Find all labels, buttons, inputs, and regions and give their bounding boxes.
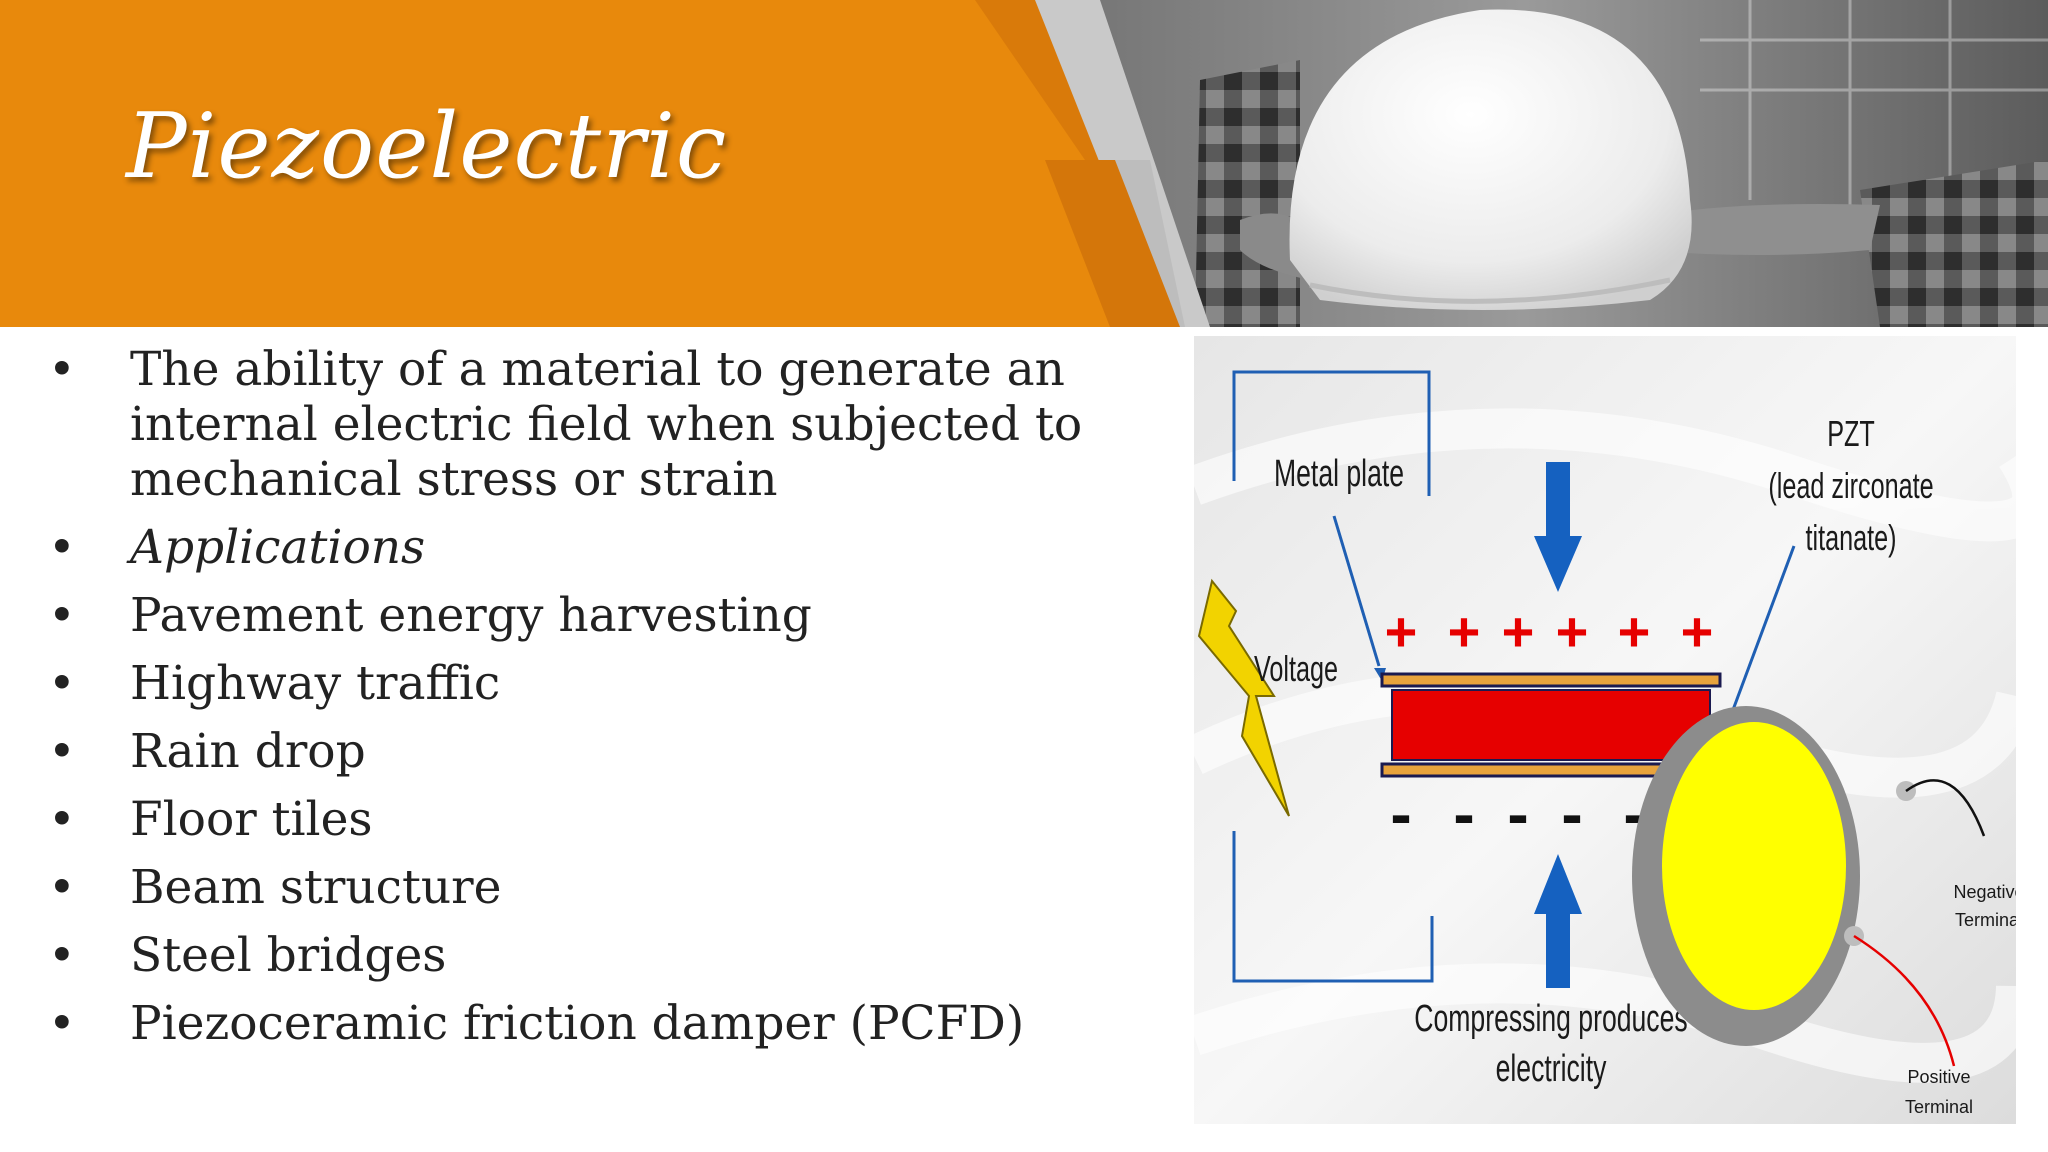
pzt-label-line1: PZT bbox=[1827, 414, 1875, 455]
minus-sign: - bbox=[1453, 778, 1474, 850]
negative-wire bbox=[1905, 779, 1986, 837]
voltage-bolt-icon bbox=[1197, 578, 1290, 817]
bullet-text: Rain drop bbox=[130, 724, 366, 779]
compress-down-arrow bbox=[1534, 462, 1582, 592]
bullet-item: • Rain drop bbox=[48, 724, 1168, 779]
slide-header: Piezoelectric bbox=[0, 0, 2048, 327]
plus-sign: + bbox=[1385, 600, 1418, 663]
negative-terminal-line2: Terminal bbox=[1955, 910, 2016, 930]
diagram-svg: Voltage Metal plate PZT (lead zirconate … bbox=[1194, 336, 2016, 1124]
bullet-item: • Beam structure bbox=[48, 860, 1168, 915]
slide-title: Piezoelectric bbox=[126, 94, 728, 199]
metal-plate-pointer bbox=[1332, 515, 1381, 667]
bullet-dot: • bbox=[48, 928, 76, 983]
bullet-text: The ability of a material to generate an… bbox=[130, 342, 1083, 507]
compress-label-line2: electricity bbox=[1496, 1046, 1607, 1089]
bullet-text: Pavement energy harvesting bbox=[130, 588, 812, 643]
bullet-text: Floor tiles bbox=[130, 792, 373, 847]
bullet-dot: • bbox=[48, 792, 76, 847]
pzt-pointer bbox=[1725, 545, 1796, 727]
bullet-text: Applications bbox=[130, 520, 426, 575]
plus-sign: + bbox=[1448, 600, 1481, 663]
bullet-text: Highway traffic bbox=[130, 656, 501, 711]
bullet-dot: • bbox=[48, 342, 76, 397]
minus-sign: - bbox=[1507, 778, 1528, 850]
bullet-list: • The ability of a material to generate a… bbox=[48, 342, 1168, 1064]
orange-band bbox=[0, 0, 1120, 327]
orange-wedge bbox=[1045, 160, 1180, 327]
top-metal-plate bbox=[1380, 672, 1722, 688]
right-sleeve bbox=[1860, 160, 2048, 327]
voltage-label: Voltage bbox=[1254, 649, 1338, 690]
bullet-dot: • bbox=[48, 724, 76, 779]
bullet-text: Steel bridges bbox=[130, 928, 447, 983]
bullet-dot: • bbox=[48, 588, 76, 643]
pzt-block bbox=[1391, 689, 1711, 761]
negative-terminal-line1: Negative bbox=[1953, 882, 2016, 902]
pzt-label-line3: titanate) bbox=[1805, 518, 1896, 559]
bullet-item: • Highway traffic bbox=[48, 656, 1168, 711]
bullet-text: Piezoceramic friction damper (PCFD) bbox=[130, 996, 1025, 1051]
positive-terminal-line1: Positive bbox=[1907, 1067, 1970, 1087]
bullet-item: • The ability of a material to generate a… bbox=[48, 342, 1168, 507]
bullet-dot: • bbox=[48, 656, 76, 711]
metal-plate-label: Metal plate bbox=[1274, 451, 1404, 494]
plus-sign: + bbox=[1681, 600, 1714, 663]
bullet-dot: • bbox=[48, 520, 76, 575]
circuit-wire-bottom bbox=[1232, 831, 1434, 983]
bullet-item: • Floor tiles bbox=[48, 792, 1168, 847]
plus-sign: + bbox=[1502, 600, 1535, 663]
minus-sign: - bbox=[1390, 778, 1411, 850]
bullet-item: • Piezoceramic friction damper (PCFD) bbox=[48, 996, 1168, 1051]
plus-sign: + bbox=[1556, 600, 1589, 663]
left-sleeve bbox=[1195, 60, 1300, 327]
pzt-label-line2: (lead zirconate bbox=[1768, 466, 1933, 507]
piezo-disc-center bbox=[1662, 722, 1846, 1010]
helmet bbox=[1289, 9, 1692, 311]
positive-charges: + + + + + + bbox=[1385, 600, 1714, 663]
compress-label-line1: Compressing produces bbox=[1414, 996, 1687, 1039]
bullet-text: Beam structure bbox=[130, 860, 502, 915]
bullet-dot: • bbox=[48, 860, 76, 915]
bullet-item: • Pavement energy harvesting bbox=[48, 588, 1168, 643]
positive-wire bbox=[1853, 934, 1956, 1067]
bullet-item: • Steel bridges bbox=[48, 928, 1168, 983]
bullet-dot: • bbox=[48, 996, 76, 1051]
piezo-diagram: Voltage Metal plate PZT (lead zirconate … bbox=[1194, 336, 2016, 1124]
positive-terminal-line2: Terminal bbox=[1905, 1097, 1973, 1117]
right-hand bbox=[1630, 204, 1880, 255]
plus-sign: + bbox=[1618, 600, 1651, 663]
bullet-item: • Applications bbox=[48, 520, 1168, 575]
compress-up-arrow bbox=[1534, 854, 1582, 988]
circuit-wire-top bbox=[1232, 370, 1431, 496]
header-background bbox=[0, 0, 2048, 327]
minus-sign: - bbox=[1561, 778, 1582, 850]
